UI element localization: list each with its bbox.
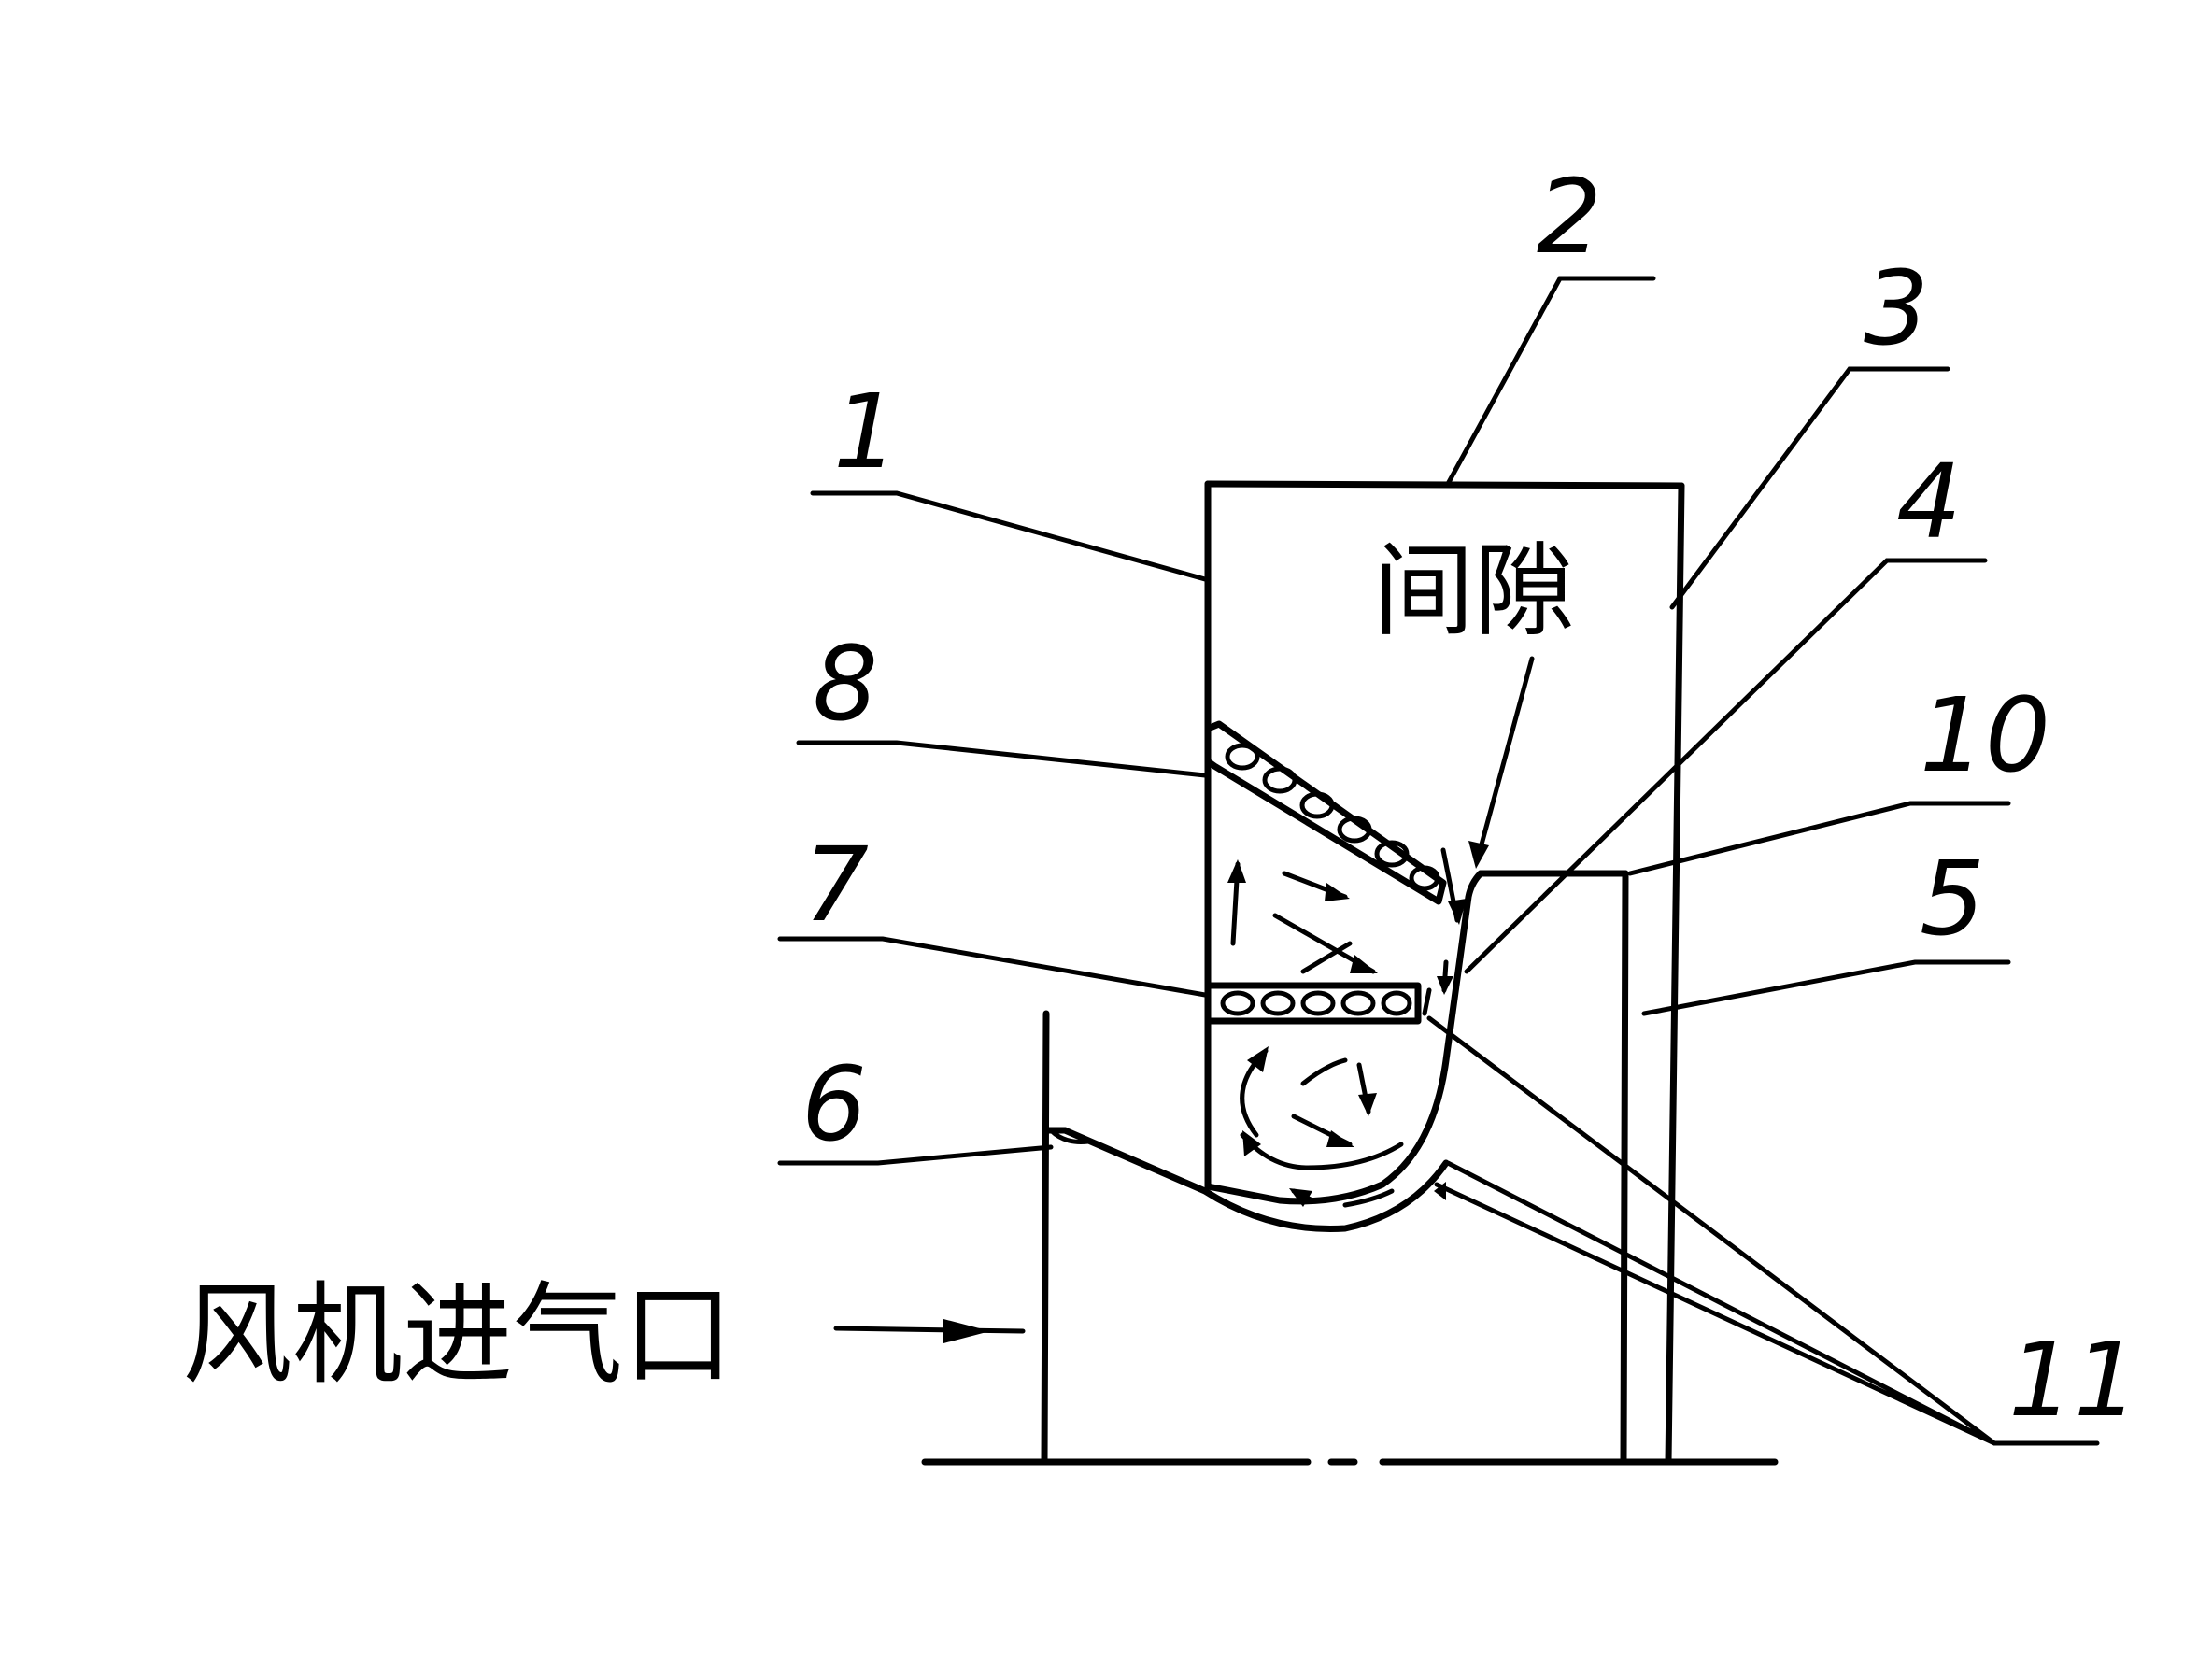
gap-pointer <box>1479 659 1532 855</box>
inlet-pipe <box>1044 1014 1046 1462</box>
leader-2 <box>1448 278 1653 484</box>
fan-inlet-arrow-head <box>943 1319 990 1343</box>
leader-7 <box>780 939 1205 995</box>
leader-11 <box>1429 1018 2097 1443</box>
label-7: 7 <box>803 825 869 944</box>
housing-top <box>1208 484 1681 486</box>
gap-label: 间隙 <box>1373 533 1575 650</box>
label-1: 1 <box>833 372 899 491</box>
airflow-arrows <box>1227 850 1467 1207</box>
label-3: 3 <box>1864 248 1929 368</box>
fan-inlet-label: 风机进气口 <box>182 1270 733 1399</box>
label-11: 11 <box>2008 1320 2139 1440</box>
leader-5 <box>1644 962 2008 1014</box>
label-8: 8 <box>813 624 878 744</box>
gap-pointer-head <box>1468 841 1489 869</box>
label-5: 5 <box>1920 839 1985 958</box>
filter-plate-7 <box>1208 986 1418 1021</box>
leader-8 <box>799 743 1205 775</box>
leader-1 <box>813 493 1205 579</box>
label-10: 10 <box>1920 675 2050 795</box>
label-6: 6 <box>801 1044 867 1164</box>
housing-right-wall <box>1668 486 1681 1462</box>
label-2: 2 <box>1537 157 1602 277</box>
label-4: 4 <box>1896 442 1962 561</box>
fan-inlet-arrow <box>836 1328 1023 1331</box>
